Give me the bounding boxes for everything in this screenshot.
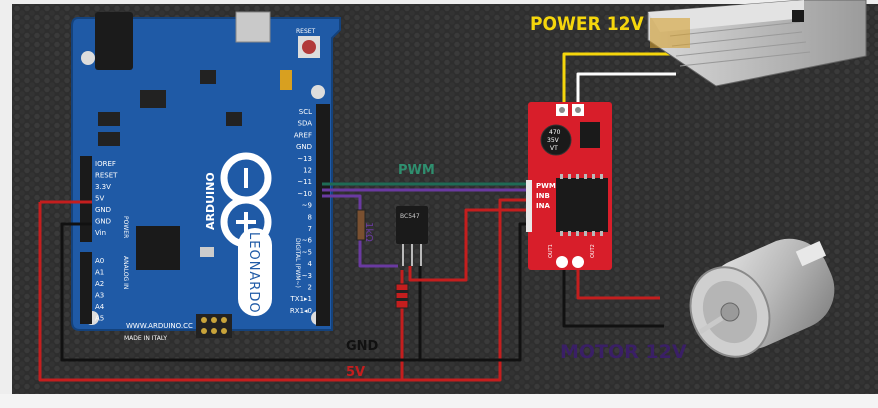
reset-label: RESET [296,28,316,35]
right-pin-label-15: 2 [308,284,312,292]
right-pin-label-1: SDA [298,120,313,128]
arduino-brand-label: ARDUINO [204,172,217,230]
right-pin-label-6: ~11 [297,178,312,186]
wire-motor-black [562,264,664,328]
power-header-label: POWER [122,216,129,238]
right-pin-labels: SCL SDA AREF GND ~13 12 ~11 ~10 ~9 8 7 ~6 ~5 4 ~3 2TX1▸… [290,108,313,315]
motor-driver: 470 35V VT PWM INB INA OUT1 OUT2 [526,102,612,270]
pwm-label: PWM [398,163,435,178]
mcu-chip [136,226,180,270]
power-pin-label-4: GND [95,206,111,214]
right-pin-label-4: ~13 [297,155,312,163]
right-pin-label-16: TX1▸1 [290,295,313,303]
right-pin-label-0: SCL [299,108,312,116]
wire-power-neg [576,72,676,108]
dc-jack [95,12,133,70]
wire-power-pos [562,52,676,108]
right-pin-label-7: ~10 [297,190,312,198]
analog-pin-label-0: A0 [95,257,104,265]
right-pin-label-8: ~9 [302,202,312,210]
wire-5v [38,198,528,382]
driver-out1-label: OUT1 [548,244,554,258]
transistor-label: BC547 [400,213,420,220]
driver-ic [556,178,608,232]
motor-label: MOTOR 12V [560,341,687,363]
right-pin-label-9: 8 [308,213,312,221]
right-pin-label-5: 12 [303,167,312,175]
resistor-label: 1kΩ [363,222,374,242]
power-pin-label-1: RESET [95,172,118,180]
power-pin-label-0: IOREF [95,160,116,168]
made-in-label: MADE IN ITALY [124,335,167,342]
right-pin-label-14: ~3 [302,272,312,280]
analog-header [80,252,92,324]
transistor: BC547 [396,206,428,266]
wire-gnd [60,222,530,362]
dc-motor [689,238,835,358]
analog-pin-label-5: A5 [95,315,104,323]
power-pin-label-5: GND [95,218,111,226]
icsp-header [196,314,232,338]
right-pin-label-12: ~5 [302,248,312,256]
power-supply [647,0,867,87]
power-header [80,156,92,242]
driver-out2-label: OUT2 [590,244,596,258]
analog-pin-label-1: A1 [95,269,104,277]
analog-pin-label-4: A4 [95,303,105,311]
five-volt-label: 5V [346,365,365,380]
bottom-strip [0,394,878,408]
driver-pin-inb: INB [536,192,550,200]
power-label: POWER 12V [530,13,644,35]
cap-value: 470 [549,129,561,136]
analog-header-label: ANALOG IN [122,256,129,289]
website-label: WWW.ARDUINO.CC [126,322,193,330]
right-pin-label-3: GND [296,143,312,151]
digital-header [316,104,330,326]
driver-pin-pwm: PWM [536,182,556,190]
power-pin-label-3: 5V [95,195,104,203]
cap-voltage: 35V [547,137,560,144]
power-pin-labels: IOREF RESET 3.3V 5V GND GND Vin [95,160,118,237]
usb-port [235,11,271,43]
digital-header-label: DIGITAL (PWM~) [294,238,301,288]
right-pin-label-17: RX1◂0 [290,307,312,315]
power-pin-label-2: 3.3V [95,183,111,191]
cap-code: VT [550,145,558,152]
right-pin-label-10: 7 [308,225,312,233]
right-pin-label-11: ~6 [302,237,313,245]
resistor-1k: 1kΩ [356,209,409,309]
arduino-board: RESET ARDUINO LEONARDO WWW.ARDUINO.CC MA… [71,11,341,342]
right-pin-label-2: AREF [294,131,312,139]
wire-ina [408,208,530,282]
power-pin-label-6: Vin [95,229,106,237]
capacitor [540,124,572,156]
gnd-label: GND [346,339,379,354]
right-pin-label-13: 4 [308,260,313,268]
analog-pin-label-2: A2 [95,280,104,288]
driver-pin-ina: INA [536,202,550,210]
model-label: LEONARDO [246,232,261,314]
analog-pin-label-3: A3 [95,292,104,300]
model-badge [238,228,272,316]
wire-motor-red [576,264,660,300]
